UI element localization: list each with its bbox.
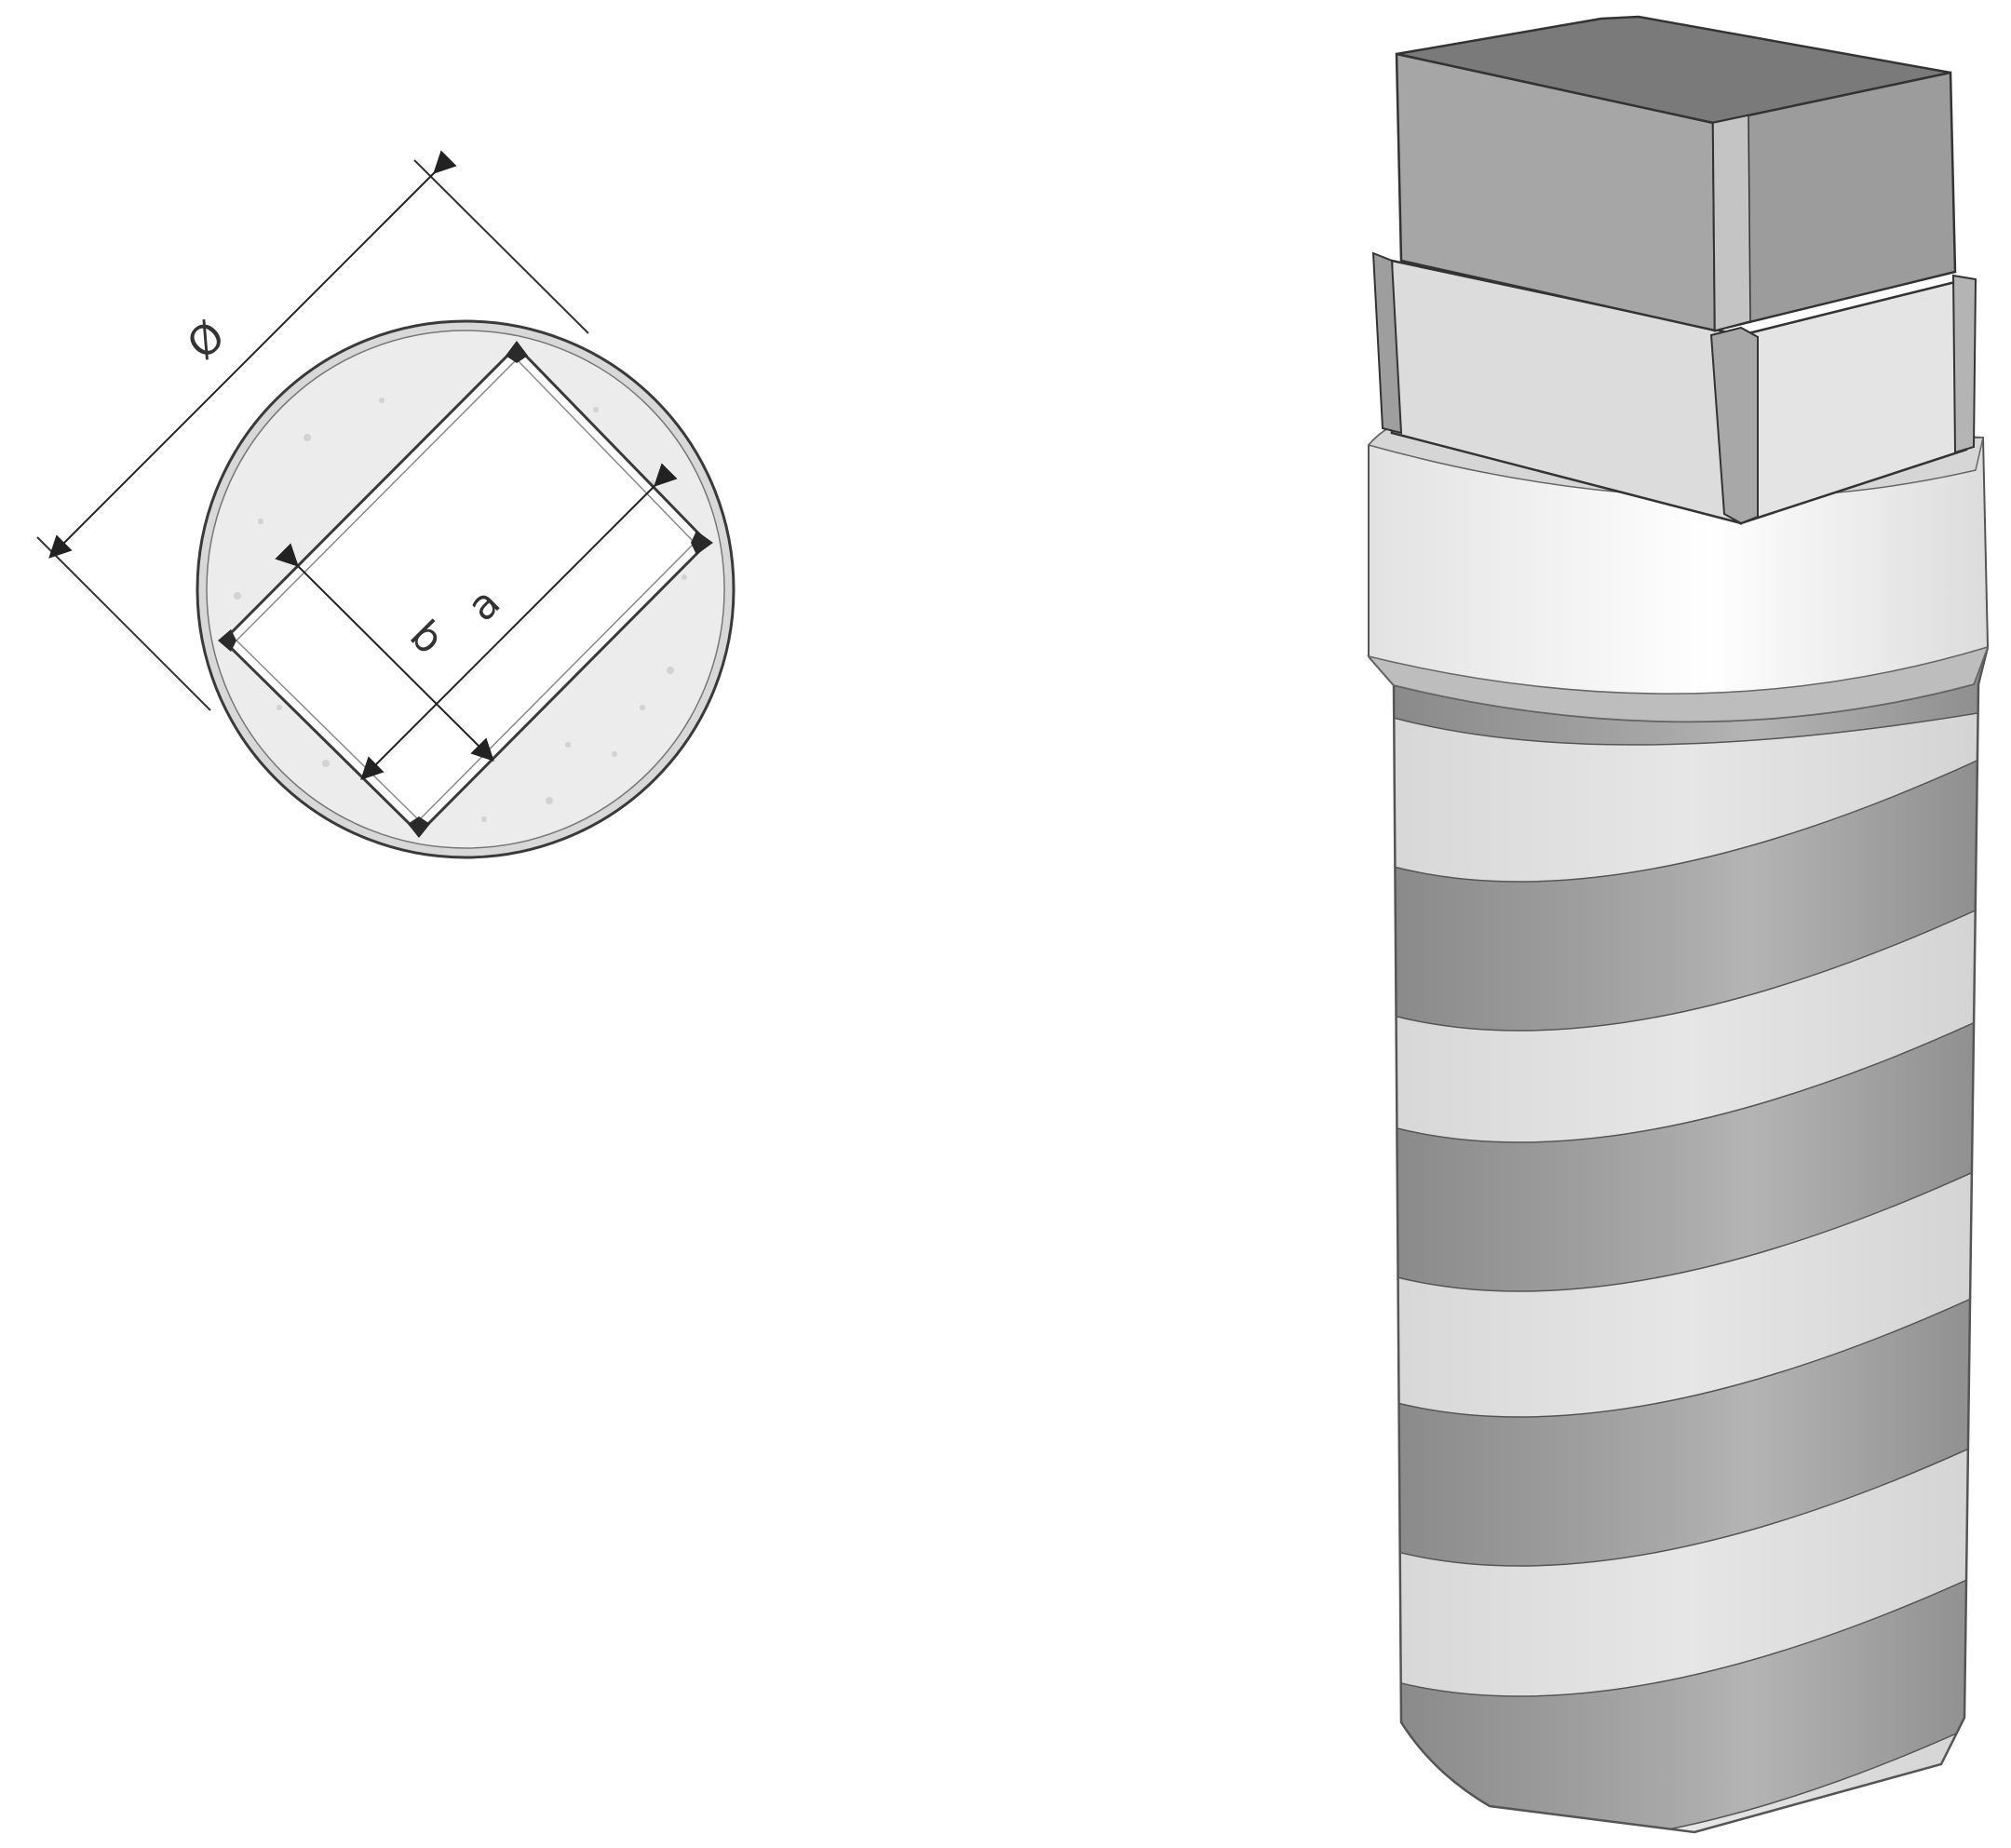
frame-corner-profile-left [1371,251,1403,435]
duct-corner-bevel [1712,115,1751,331]
diameter-extension-line-2 [36,536,211,711]
spiral-band [1369,1278,1988,1567]
spiral-bands [1369,633,1988,1832]
collar-rim-shadow [1366,645,1990,722]
diameter-label: Ø [178,312,235,369]
spiral-band [1369,743,1988,1032]
section-view: Ø a b [36,150,736,859]
spiral-band [1369,1004,1988,1292]
frame-corner-profile-right [1951,274,1977,454]
corner-profiles [218,341,713,838]
diameter-extension-line-1 [413,159,589,334]
frame-corner-profile-front [1709,326,1759,525]
spiral-band [1369,1558,1988,1832]
tube-body [1369,633,1988,1832]
diameter-dimension-line [48,150,457,559]
product-view [1366,15,1990,1834]
side-b-dimension-line [275,543,494,762]
tube-outline [1368,646,1990,1834]
